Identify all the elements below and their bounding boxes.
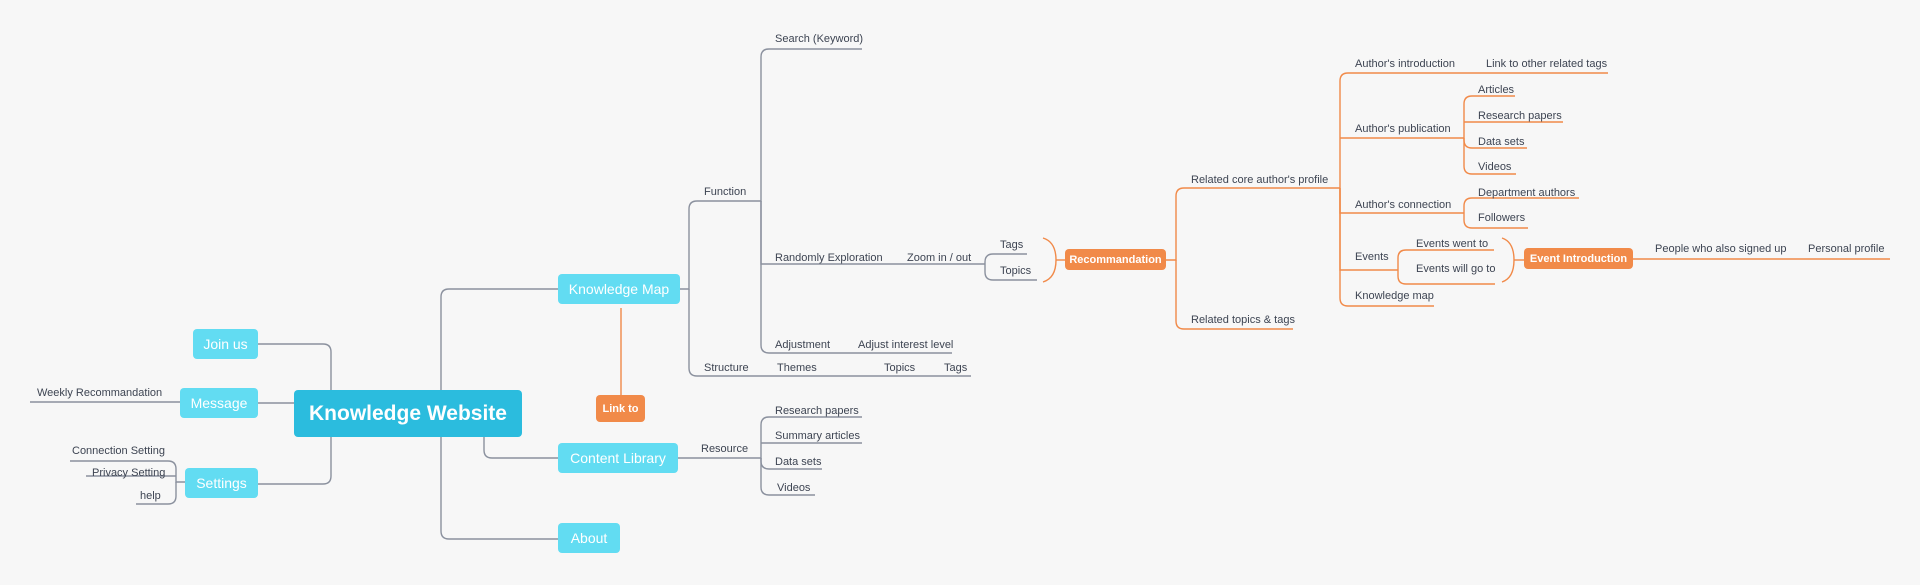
knowledge-map-node[interactable]: Knowledge Map	[558, 274, 680, 304]
pub-articles-label[interactable]: Articles	[1478, 84, 1515, 96]
followers-label[interactable]: Followers	[1478, 212, 1526, 224]
events-went-label[interactable]: Events went to	[1416, 238, 1489, 250]
adjust-interest-label[interactable]: Adjust interest level	[858, 339, 954, 351]
recommendation-node[interactable]: Recommandation	[1065, 249, 1166, 270]
structure-label[interactable]: Structure	[704, 362, 749, 374]
resource-summary-articles-label[interactable]: Summary articles	[775, 430, 860, 442]
people-signed-up-label[interactable]: People who also signed up	[1655, 243, 1787, 255]
help-label[interactable]: help	[140, 490, 161, 502]
resource-videos-label[interactable]: Videos	[777, 482, 811, 494]
tags-label[interactable]: Tags	[1000, 239, 1024, 251]
personal-profile-label[interactable]: Personal profile	[1808, 243, 1885, 255]
settings-node[interactable]: Settings	[185, 468, 258, 498]
gray-connectors	[30, 48, 1037, 540]
knowledge-map-sub-label[interactable]: Knowledge map	[1355, 290, 1434, 302]
structure-topics-label[interactable]: Topics	[884, 362, 916, 374]
resource-research-papers-label[interactable]: Research papers	[775, 405, 859, 417]
event-introduction-node[interactable]: Event Introduction	[1524, 248, 1633, 269]
topics-label[interactable]: Topics	[1000, 265, 1032, 277]
pub-data-sets-label[interactable]: Data sets	[1478, 136, 1525, 148]
core-author-profile-label[interactable]: Related core author's profile	[1191, 174, 1329, 186]
adjustment-label[interactable]: Adjustment	[775, 339, 831, 351]
resource-data-sets-label[interactable]: Data sets	[775, 456, 822, 468]
pub-videos-label[interactable]: Videos	[1478, 161, 1512, 173]
orange-connectors	[620, 72, 1890, 395]
events-will-label[interactable]: Events will go to	[1416, 263, 1496, 275]
pub-research-papers-label[interactable]: Research papers	[1478, 110, 1562, 122]
weekly-recommendation-label[interactable]: Weekly Recommandation	[37, 387, 163, 399]
search-keyword-label[interactable]: Search (Keyword)	[775, 33, 864, 45]
randomly-exploration-label[interactable]: Randomly Exploration	[775, 252, 883, 264]
link-to-node[interactable]: Link to	[596, 395, 645, 422]
connection-setting-label[interactable]: Connection Setting	[72, 445, 165, 457]
themes-label[interactable]: Themes	[777, 362, 817, 374]
zoom-label[interactable]: Zoom in / out	[907, 252, 972, 264]
related-topics-tags-label[interactable]: Related topics & tags	[1191, 314, 1295, 326]
content-library-node[interactable]: Content Library	[558, 443, 678, 473]
function-label[interactable]: Function	[704, 186, 747, 198]
join-us-node[interactable]: Join us	[193, 329, 258, 359]
message-node[interactable]: Message	[180, 388, 258, 418]
about-node[interactable]: About	[558, 523, 620, 553]
link-other-tags-label[interactable]: Link to other related tags	[1486, 58, 1608, 70]
resource-label[interactable]: Resource	[701, 443, 749, 455]
privacy-setting-label[interactable]: Privacy Setting	[92, 467, 166, 479]
root-node[interactable]: Knowledge Website	[294, 390, 522, 437]
department-authors-label[interactable]: Department authors	[1478, 187, 1576, 199]
events-label[interactable]: Events	[1355, 251, 1389, 263]
author-publication-label[interactable]: Author's publication	[1355, 123, 1451, 135]
author-introduction-label[interactable]: Author's introduction	[1355, 58, 1455, 70]
author-connection-label[interactable]: Author's connection	[1355, 199, 1452, 211]
structure-tags-label[interactable]: Tags	[944, 362, 968, 374]
